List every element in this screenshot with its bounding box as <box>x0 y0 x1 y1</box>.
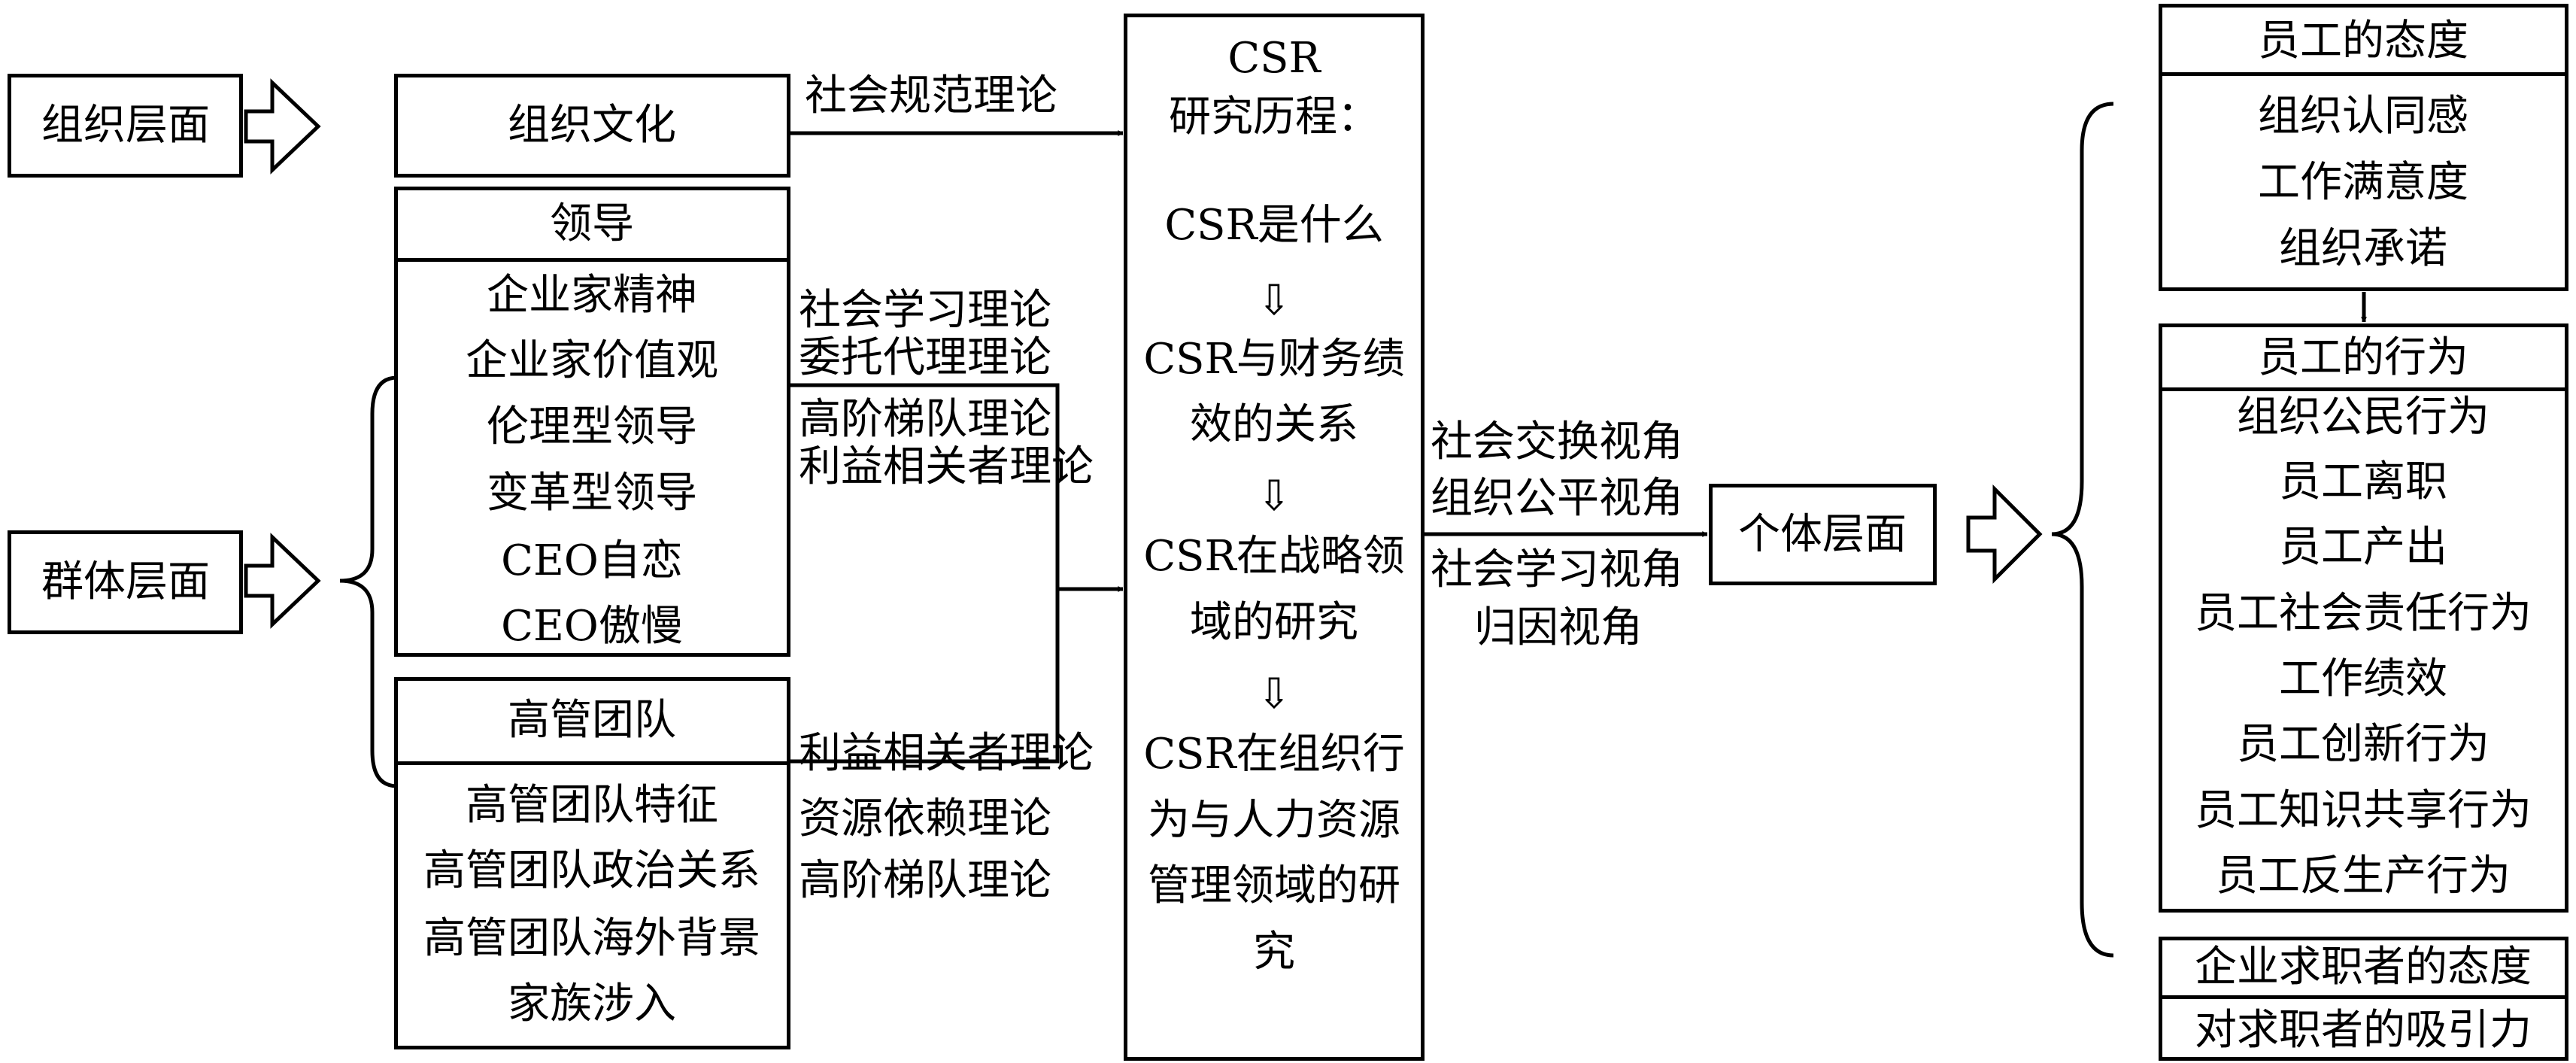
individual-level-box <box>1709 484 1937 585</box>
tmt-header <box>394 677 790 765</box>
organization-level-label: 组织层面 <box>41 101 210 150</box>
perspective-label: 社会交换视角 <box>1431 418 1683 466</box>
tmt-item: 高管团队政治关系 <box>423 846 760 895</box>
tmt-item: 家族涉入 <box>508 979 676 1028</box>
leadership-item: 伦理型领导 <box>487 402 697 451</box>
employee-attitude-item: 工作满意度 <box>2258 158 2468 207</box>
theory-label: 高阶梯队理论 <box>799 856 1051 905</box>
individual-level-block-arrow <box>1966 484 2043 585</box>
leadership-header <box>394 187 790 262</box>
perspective-label: 组织公平视角 <box>1431 474 1683 523</box>
job-seeker-item: 对求职者的吸引力 <box>2195 1006 2532 1055</box>
theory-label: 利益相关者理论 <box>799 729 1094 778</box>
job-seeker-title: 企业求职者的态度 <box>2195 943 2532 992</box>
group-brace <box>339 375 398 788</box>
perspective-label: 社会学习视角 <box>1431 545 1683 594</box>
leadership-item: 企业家精神 <box>487 271 697 320</box>
employee-behavior-item: 员工产出 <box>2279 523 2447 572</box>
employee-behavior-item: 员工创新行为 <box>2237 720 2490 769</box>
tmt-item: 高管团队特征 <box>466 781 718 830</box>
csr-stage: CSR在战略领 <box>1143 532 1405 581</box>
employee-behavior-item: 员工反生产行为 <box>2216 852 2511 901</box>
employee-behavior-item: 工作绩效 <box>2279 655 2447 703</box>
outcomes-brace <box>2051 102 2114 958</box>
individual-level-label: 个体层面 <box>1738 510 1907 559</box>
employee-behavior-item: 员工社会责任行为 <box>2195 589 2532 638</box>
tmt-title: 高管团队 <box>508 696 676 745</box>
job-seeker-header <box>2159 937 2568 999</box>
csr-stage: 管理领域的研 <box>1148 861 1400 910</box>
csr-stage: 域的研究 <box>1190 598 1358 647</box>
employee-attitude-item: 组织承诺 <box>2279 224 2447 273</box>
theory-label: 委托代理理论 <box>799 333 1051 382</box>
down-arrow-icon: ⇩ <box>1256 670 1292 718</box>
employee-attitude-title: 员工的态度 <box>2258 17 2468 65</box>
leadership-title: 领导 <box>550 199 634 248</box>
employee-behavior-item: 组织公民行为 <box>2237 393 2490 442</box>
csr-stage: CSR在组织行 <box>1143 730 1405 779</box>
employee-behavior-box <box>2159 323 2568 913</box>
perspective-label: 归因视角 <box>1474 603 1643 652</box>
leadership-item: 变革型领导 <box>487 469 697 518</box>
down-arrow-icon: ⇩ <box>1256 276 1292 325</box>
group-level-block-arrow <box>244 533 321 629</box>
theory-label: 社会规范理论 <box>805 71 1057 120</box>
theory-label: 利益相关者理论 <box>799 442 1094 491</box>
theory-label: 高阶梯队理论 <box>799 395 1051 444</box>
leadership-connector <box>790 383 1060 764</box>
employee-attitude-header <box>2159 4 2568 76</box>
csr-stage: 效的关系 <box>1190 400 1358 449</box>
csr-stage: CSR是什么 <box>1164 201 1384 250</box>
employee-behavior-item: 员工知识共享行为 <box>2195 786 2532 835</box>
csr-subtitle: 研究历程： <box>1169 93 1379 141</box>
leadership-item: CEO自恋 <box>501 536 683 585</box>
csr-title: CSR <box>1227 34 1321 83</box>
group-level-label: 群体层面 <box>41 557 210 606</box>
org-culture-label: 组织文化 <box>508 101 676 150</box>
csr-stage: CSR与财务绩 <box>1143 335 1405 384</box>
down-arrow-icon: ⇩ <box>1256 472 1292 521</box>
csr-stage: 究 <box>1253 928 1295 976</box>
csr-stage: 为与人力资源 <box>1148 796 1400 845</box>
org-culture-box <box>394 74 790 178</box>
organization-level-block-arrow <box>244 78 321 175</box>
theory-label: 社会学习理论 <box>799 286 1051 335</box>
group-level-box <box>8 530 243 634</box>
employee-behavior-item: 员工离职 <box>2279 457 2447 506</box>
theory-label: 资源依赖理论 <box>799 794 1051 843</box>
csr-research-box <box>1124 14 1425 1061</box>
tmt-item: 高管团队海外背景 <box>423 914 760 963</box>
leadership-item: CEO傲慢 <box>501 602 683 651</box>
employee-behavior-title: 员工的行为 <box>2258 333 2468 382</box>
leadership-item: 企业家价值观 <box>466 336 718 385</box>
employee-behavior-header <box>2159 323 2568 391</box>
organization-level-box <box>8 74 243 178</box>
employee-attitude-item: 组织认同感 <box>2258 92 2468 141</box>
